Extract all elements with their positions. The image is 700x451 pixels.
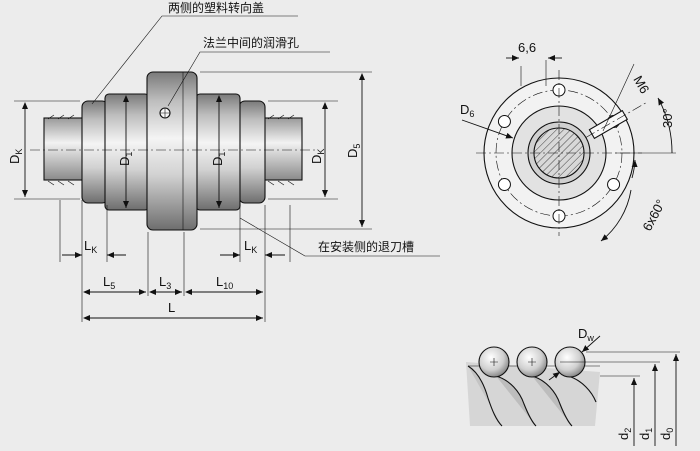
dk-left-label: DK bbox=[7, 149, 24, 164]
l-label: L bbox=[168, 300, 175, 315]
angle-label: 30° bbox=[660, 108, 675, 128]
end-cap-left bbox=[81, 100, 109, 204]
flange bbox=[146, 71, 198, 231]
extension-lines bbox=[14, 71, 372, 322]
dw-label: Dw bbox=[578, 326, 594, 343]
shaft-left bbox=[43, 117, 85, 181]
d2-label: d2 bbox=[616, 428, 633, 440]
lk-left-label: LK bbox=[84, 238, 97, 255]
thread-flanks bbox=[467, 365, 597, 427]
recess-leader bbox=[239, 217, 440, 257]
cover-leader bbox=[91, 15, 298, 105]
d1-left-label: D1 bbox=[117, 152, 134, 166]
mounting-hole bbox=[607, 178, 621, 191]
shaft-right bbox=[261, 117, 303, 181]
d5-label: D5 bbox=[345, 144, 362, 158]
mounting-hole bbox=[497, 178, 511, 191]
dk-right-label: DK bbox=[309, 149, 326, 164]
side-view: 两侧的塑料转向盖 法兰中间的润滑孔 在安装侧的退刀槽 DK D1 D1 DK D… bbox=[7, 0, 440, 322]
thread-label: M6 bbox=[630, 73, 652, 96]
d6-label: D6 bbox=[460, 102, 474, 119]
shaft-thread-marks bbox=[47, 114, 295, 186]
hole-size-label: 6,6 bbox=[518, 40, 536, 55]
l5-label: L5 bbox=[103, 274, 115, 291]
d6-dim bbox=[461, 119, 514, 139]
recess-label: 在安装侧的退刀槽 bbox=[318, 239, 414, 254]
pattern-arc bbox=[600, 189, 632, 242]
lk-right-label: LK bbox=[244, 238, 257, 255]
screw-section bbox=[533, 127, 585, 179]
l10-label: L10 bbox=[216, 274, 233, 291]
l3-label: L3 bbox=[159, 274, 171, 291]
pattern-label: 6x60° bbox=[639, 197, 668, 234]
d1-ball-label: d1 bbox=[637, 428, 654, 440]
d1-right-label: D1 bbox=[210, 152, 227, 166]
ball-detail: Dw d2 d1 d0 bbox=[466, 326, 680, 446]
cover-label: 两侧的塑料转向盖 bbox=[168, 0, 264, 15]
front-view: 6,6 M6 30° D6 6x60° bbox=[460, 40, 676, 242]
lube-hole-label: 法兰中间的润滑孔 bbox=[203, 35, 299, 50]
mounting-hole bbox=[497, 115, 511, 128]
d0-label: d0 bbox=[658, 428, 675, 440]
lube-bore bbox=[585, 102, 647, 140]
lube-leader bbox=[167, 51, 330, 107]
angle-arc bbox=[657, 97, 673, 154]
end-cap-right bbox=[238, 100, 266, 204]
